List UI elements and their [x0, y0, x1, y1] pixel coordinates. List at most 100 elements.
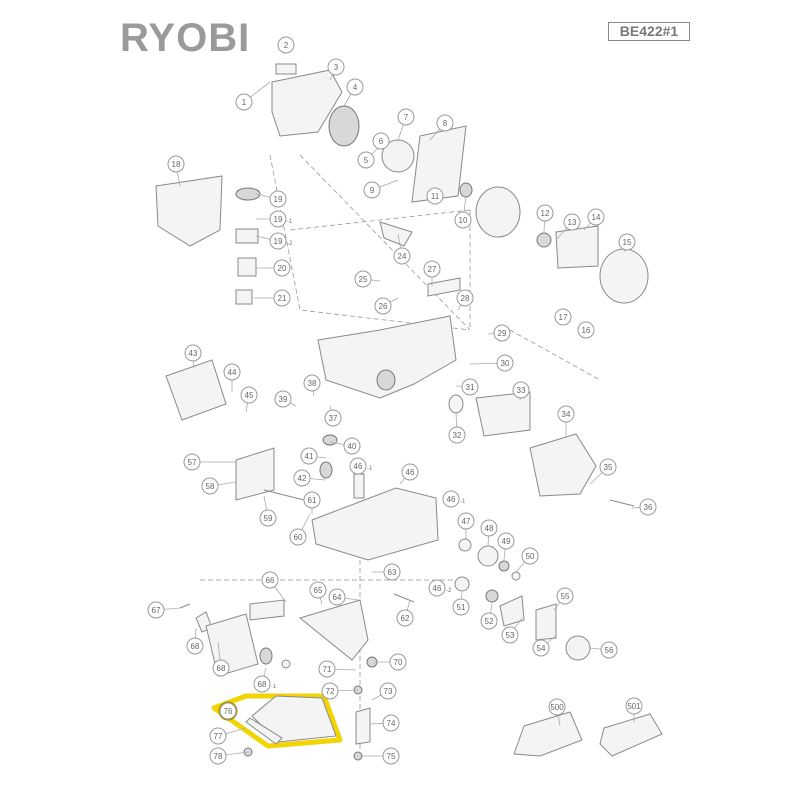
- callout-bubble: [343, 437, 361, 455]
- callout-bubble: [401, 463, 419, 481]
- callout-52: 52: [480, 603, 498, 630]
- callout-bubble: [396, 609, 414, 627]
- callout-6: 6: [372, 132, 390, 150]
- belt-cover: [529, 433, 597, 497]
- callout-bubble: [496, 354, 514, 372]
- callout-number: 57: [188, 458, 197, 467]
- callout-number: 19: [274, 195, 283, 204]
- callout-number: 65: [314, 586, 323, 595]
- callout-number: 1: [242, 98, 247, 107]
- callout-67: 67: [147, 601, 181, 619]
- gear-51: [454, 576, 470, 592]
- callout-66: 66: [261, 571, 287, 603]
- callout-12: 12: [536, 204, 554, 233]
- callout-bubble: [300, 447, 318, 465]
- callout-number: 75: [387, 752, 396, 761]
- callout-bubble: [303, 491, 321, 509]
- callout-500: 500: [548, 698, 566, 727]
- switch-block: [235, 228, 259, 244]
- callout-number: 53: [506, 631, 515, 640]
- callout-number: 10: [459, 216, 468, 225]
- callout-43: 43: [184, 344, 202, 369]
- callout-30: 30: [469, 354, 514, 372]
- callout-number: 46: [354, 462, 363, 471]
- callout-15: 15: [618, 233, 636, 253]
- callout-bubble: [428, 579, 446, 597]
- callout-number: 27: [428, 265, 437, 274]
- callout-bubble: [557, 405, 575, 423]
- callout-number: 3: [334, 63, 339, 72]
- callout-34: 34: [557, 405, 575, 438]
- platen-frame: [311, 487, 439, 561]
- callout-bubble: [269, 190, 287, 208]
- callout-bubble: [382, 747, 400, 765]
- callout-40: 40: [329, 437, 361, 455]
- callout-bubble: [212, 659, 230, 677]
- callout-10: 10: [454, 195, 472, 229]
- callout-bubble: [273, 289, 291, 307]
- callout-bubble: [389, 653, 407, 671]
- front-roller: [165, 359, 227, 421]
- callout-26: 26: [374, 297, 399, 315]
- callout-1: 1: [235, 81, 271, 111]
- callout-bubble: [452, 598, 470, 616]
- callout-bubble: [426, 187, 444, 205]
- callout-number: 48: [485, 524, 494, 533]
- callout-9: 9: [363, 179, 399, 199]
- callout-bubble: [318, 660, 336, 678]
- callout-78: 78: [209, 747, 249, 765]
- callout-number: 6: [379, 137, 384, 146]
- callout-19-2: 19-2: [255, 232, 293, 250]
- callout-bubble: [442, 490, 460, 508]
- callout-57: 57: [183, 453, 236, 471]
- callout-number: 4: [353, 83, 358, 92]
- model-number: BE422#1: [608, 22, 690, 41]
- callout-bubble: [309, 581, 327, 599]
- callout-bubble: [374, 297, 392, 315]
- callout-14: 14: [583, 208, 605, 231]
- callout-bubble: [599, 458, 617, 476]
- callout-77: 77: [209, 727, 247, 745]
- callout-number: 7: [404, 113, 409, 122]
- callout-73: 73: [371, 682, 397, 701]
- callout-number: 61: [308, 496, 317, 505]
- callout-19-1: 19-1: [256, 210, 293, 228]
- callout-number: 35: [604, 463, 613, 472]
- callout-bubble: [269, 210, 287, 228]
- callout-21: 21: [254, 289, 291, 307]
- callout-number: 54: [537, 644, 546, 653]
- bearing-seal: [328, 105, 360, 147]
- screw-36: [609, 499, 635, 507]
- callout-17: 17: [554, 308, 572, 326]
- washer-67: [179, 603, 191, 609]
- callout-63: 63: [372, 563, 401, 581]
- callout-number: 19: [274, 237, 283, 246]
- sanding-belt: [599, 713, 663, 757]
- callout-bubble: [554, 308, 572, 326]
- callout-bubble: [532, 639, 550, 657]
- callout-number: 20: [278, 264, 287, 273]
- callout-bubble: [354, 270, 372, 288]
- callout-number: 14: [592, 213, 601, 222]
- capacitor: [237, 257, 257, 277]
- callout-number: 21: [278, 294, 287, 303]
- callout-49: 49: [497, 532, 515, 561]
- callout-54: 54: [532, 635, 557, 657]
- callout-19: 19: [255, 190, 287, 208]
- callout-35: 35: [589, 458, 617, 485]
- callout-bubble: [219, 702, 237, 720]
- callout-13: 13: [555, 213, 581, 241]
- callout-suffix: -2: [446, 588, 452, 594]
- callout-bubble: [625, 697, 643, 715]
- callout-28: 28: [456, 289, 474, 311]
- callout-bubble: [349, 457, 367, 475]
- callout-number: 39: [279, 395, 288, 404]
- callout-76: 76: [219, 702, 237, 720]
- callout-number: 52: [485, 617, 494, 626]
- callout-number: 24: [398, 252, 407, 261]
- callout-bubble: [328, 588, 346, 606]
- callout-bubble: [497, 532, 515, 550]
- callout-33: 33: [512, 381, 530, 401]
- armature: [475, 186, 521, 238]
- callout-bubble: [235, 93, 253, 111]
